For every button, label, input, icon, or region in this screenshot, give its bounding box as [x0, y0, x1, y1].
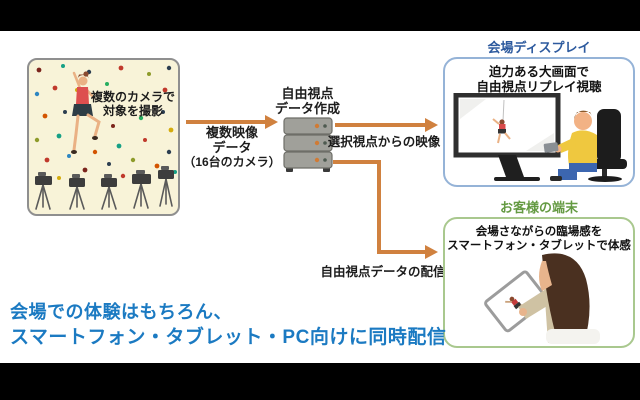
climber-figure	[71, 71, 101, 154]
viewer-person	[543, 110, 597, 181]
arrowhead-server-to-customer	[425, 245, 438, 259]
customer-person	[518, 253, 600, 344]
venue-display-box: 迫力ある大画面で 自由視点リプレイ視聴	[443, 57, 635, 187]
multi-video-data-label: 複数映像 データ （16台のカメラ）	[183, 125, 281, 169]
tv-screen-climber	[492, 118, 511, 144]
capture-caption-line1: 複数のカメラで	[90, 90, 175, 104]
server-stack-icon	[283, 117, 335, 173]
capture-caption-line2: 対象を撮影	[102, 104, 163, 118]
video-camera-icons	[35, 166, 174, 210]
customer-device-box: 会場さながらの臨場感を スマートフォン・タブレットで体感	[443, 217, 635, 348]
letterbox-top	[0, 0, 640, 31]
multi-camera-capture-image: 複数のカメラで 対象を撮影	[27, 58, 180, 216]
tv-display-viewer-illustration	[453, 93, 627, 182]
customer-desc: 会場さながらの臨場感を スマートフォン・タブレットで体感	[447, 226, 631, 252]
woman-tablet-illustration	[484, 253, 600, 344]
venue-desc: 迫力ある大画面で 自由視点リプレイ視聴	[476, 65, 602, 94]
arrow-server-to-venue	[335, 123, 426, 127]
footer-caption: 会場での体験はもちろん、 スマートフォン・タブレット・PC向けに同時配信	[10, 300, 446, 350]
letterbox-bottom	[0, 363, 640, 400]
selected-viewpoint-label: 選択視点からの映像	[327, 135, 441, 149]
arrowhead-capture-to-server	[265, 115, 278, 129]
arrow-server-to-customer-seg1	[333, 160, 381, 164]
venue-display-title: 会場ディスプレイ	[487, 40, 591, 55]
capture-caption: 複数のカメラで 対象を撮影	[87, 90, 178, 118]
climbing-wall-illustration	[34, 64, 177, 210]
arrowhead-server-to-venue	[425, 118, 438, 132]
footer-line2: スマートフォン・タブレット・PC向けに同時配信	[10, 327, 447, 348]
footer-line1: 会場での体験はもちろん、	[10, 302, 232, 322]
server-label: 自由視点 データ作成	[274, 86, 340, 116]
diagram-canvas: 複数のカメラで 対象を撮影 複数映像 データ （16台のカメラ） 自由視点 デー…	[0, 31, 640, 363]
arrow-server-to-customer-seg2	[377, 160, 381, 254]
arrow-server-to-customer-seg3	[377, 250, 426, 254]
distribution-label: 自由視点データの配信	[320, 265, 446, 279]
arrow-capture-to-server	[186, 120, 266, 124]
customer-device-title: お客様の端末	[499, 200, 578, 215]
